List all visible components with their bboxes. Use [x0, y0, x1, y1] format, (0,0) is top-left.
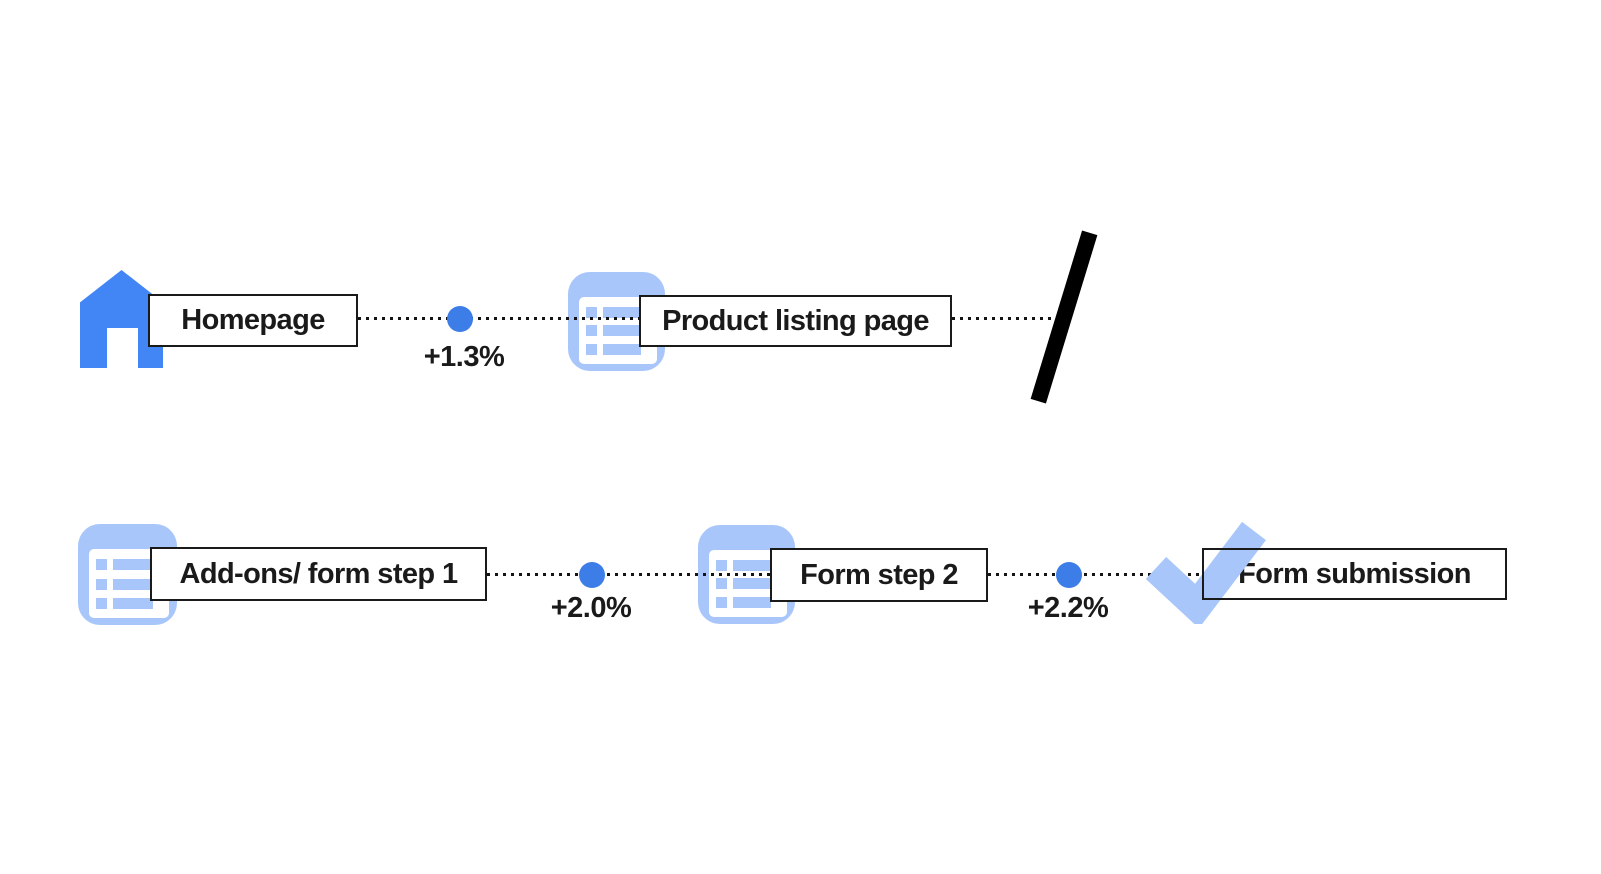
list-bullet — [715, 597, 727, 609]
list-bullet — [585, 325, 597, 337]
list-bar — [112, 559, 154, 571]
list-bullet — [585, 344, 597, 356]
list-bar — [602, 306, 642, 318]
connector-line — [358, 317, 639, 320]
list-icon-row — [715, 597, 772, 609]
node-label-text: Form step 2 — [800, 558, 958, 591]
list-icon-row — [715, 559, 772, 571]
list-icon-row — [585, 344, 642, 356]
list-icon-row — [585, 306, 642, 318]
check-icon — [1145, 521, 1266, 624]
list-bullet — [95, 559, 107, 571]
node-label-product-listing-page: Product listing page — [639, 295, 952, 347]
list-bar — [732, 597, 772, 609]
list-bullet — [715, 578, 727, 590]
list-bar — [112, 578, 154, 590]
node-label-text: Add-ons/ form step 1 — [179, 557, 458, 590]
list-icon-row — [95, 597, 154, 609]
node-label-homepage: Homepage — [148, 294, 358, 347]
home-icon-door — [106, 327, 139, 368]
connector-line — [487, 573, 770, 576]
connector-dot — [1056, 562, 1082, 588]
list-bar — [112, 597, 154, 609]
node-label-text: Form submission — [1238, 557, 1471, 590]
list-bar — [732, 559, 772, 571]
connector-line — [988, 573, 1204, 576]
connector-line — [952, 317, 1055, 320]
connector-dot — [447, 306, 473, 332]
delta-label: +2.2% — [1027, 592, 1109, 624]
list-bar — [602, 325, 642, 337]
list-icon-row — [715, 578, 772, 590]
list-bullet — [715, 559, 727, 571]
delta-label: +1.3% — [423, 341, 505, 373]
list-icon-row — [95, 578, 154, 590]
list-icon-row — [95, 559, 154, 571]
node-label-text: Product listing page — [662, 304, 929, 337]
list-icon-row — [585, 325, 642, 337]
node-label-text: Homepage — [181, 304, 325, 336]
list-bullet — [585, 306, 597, 318]
node-label-form-step-2: Form step 2 — [770, 548, 988, 602]
node-label-addons-form-step-1: Add-ons/ form step 1 — [150, 547, 487, 601]
list-bar — [732, 578, 772, 590]
list-bullet — [95, 578, 107, 590]
connector-dot — [579, 562, 605, 588]
list-bullet — [95, 597, 107, 609]
list-bar — [602, 344, 642, 356]
delta-label: +2.0% — [550, 592, 632, 624]
form-submission-box-border — [1202, 548, 1507, 600]
